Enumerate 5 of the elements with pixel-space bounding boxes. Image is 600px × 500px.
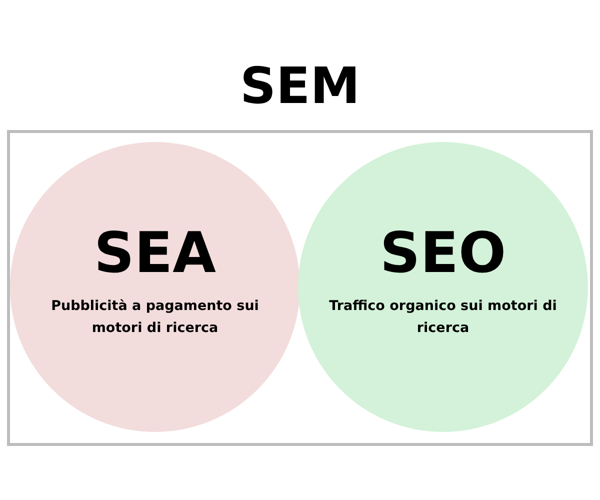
circle-description: Traffico organico sui motori di ricerca	[328, 297, 558, 338]
circle-heading: SEA	[93, 226, 217, 282]
circle-heading: SEO	[378, 226, 508, 282]
circle-description: Pubblicità a pagamento sui motori di ricerca	[50, 297, 260, 338]
frame-heading: SEM	[239, 61, 361, 111]
